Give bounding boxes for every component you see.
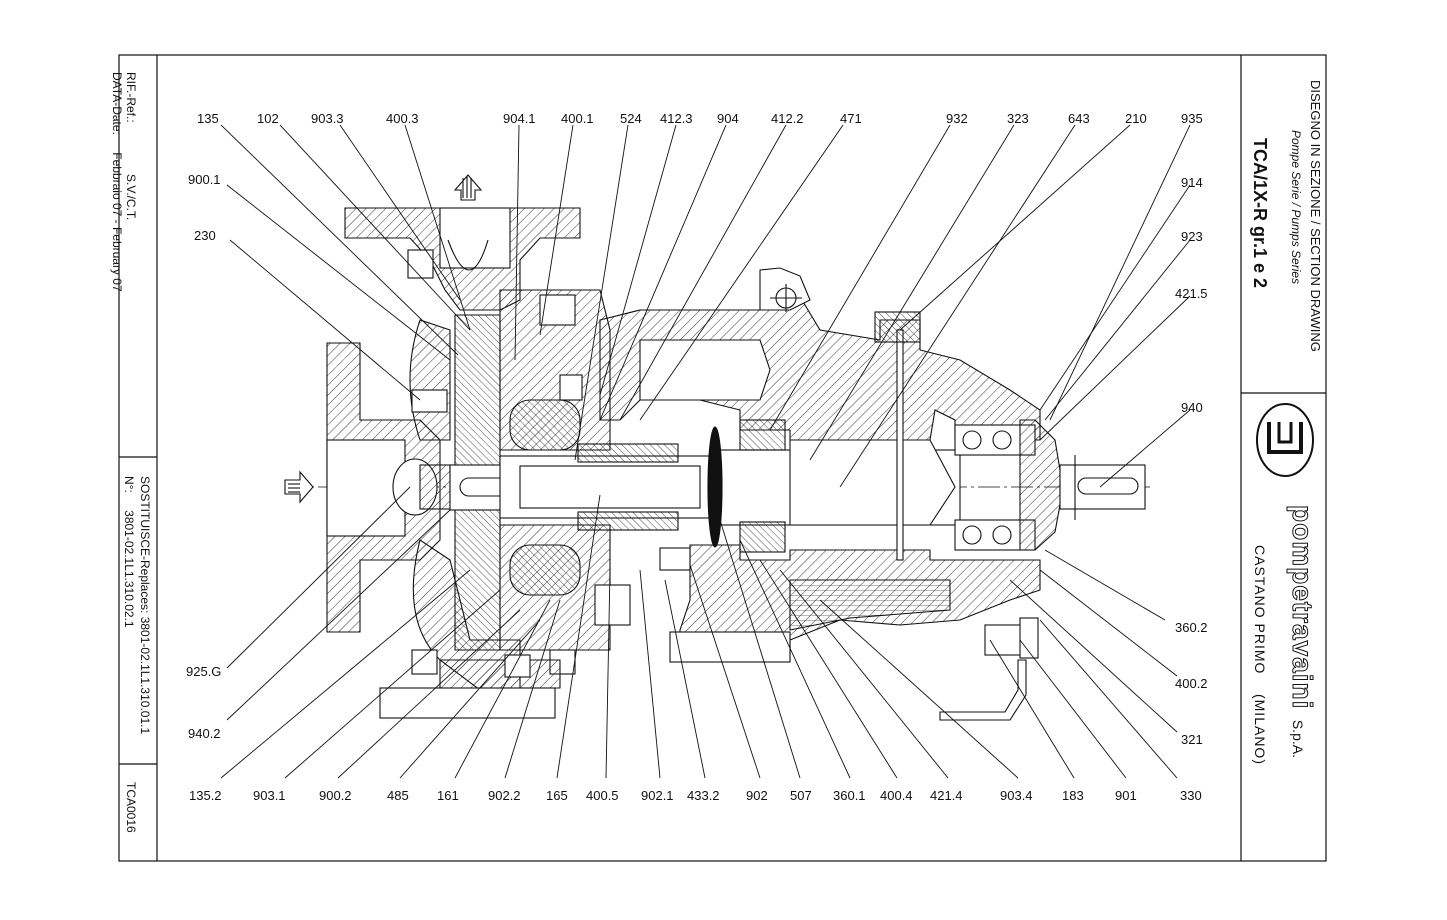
part-label: 135 <box>197 111 219 126</box>
part-label: 161 <box>437 788 459 803</box>
part-label: 900.1 <box>188 172 221 187</box>
date-value: Febbraio 07 - February 07 <box>110 152 124 292</box>
part-label: 135.2 <box>189 788 222 803</box>
part-label: 400.3 <box>386 111 419 126</box>
part-label: 400.4 <box>880 788 913 803</box>
part-label: 400.2 <box>1175 676 1208 691</box>
part-label: 935 <box>1181 111 1203 126</box>
location: CASTANO PRIMO (MILANO) <box>1252 545 1268 765</box>
part-label: 923 <box>1181 229 1203 244</box>
part-label: 524 <box>620 111 642 126</box>
part-label: 900.2 <box>319 788 352 803</box>
part-label: 321 <box>1181 732 1203 747</box>
part-label: 412.2 <box>771 111 804 126</box>
number-label: N°: <box>122 476 136 493</box>
date-label: DATA-Date: <box>110 72 124 135</box>
part-label: 903.1 <box>253 788 286 803</box>
number-line: N°: 3801-02.1L1.310.02.1 <box>122 476 136 628</box>
part-label: 901 <box>1115 788 1137 803</box>
part-label: 471 <box>840 111 862 126</box>
reference-line: RIF.-Ref.: S.V./C.T. <box>124 72 138 220</box>
part-label: 507 <box>790 788 812 803</box>
part-label: 165 <box>546 788 568 803</box>
part-label: 643 <box>1068 111 1090 126</box>
part-label: 210 <box>1125 111 1147 126</box>
replaces-text: SOSTITUISCE-Replaces: 3801-02.1L1.310.01… <box>138 476 152 735</box>
company-suffix: S.p.A. <box>1290 719 1306 758</box>
part-label: 360.1 <box>833 788 866 803</box>
part-label: 360.2 <box>1175 620 1208 635</box>
part-label: 183 <box>1062 788 1084 803</box>
part-label: 902.2 <box>488 788 521 803</box>
part-label: 400.1 <box>561 111 594 126</box>
part-label: 421.4 <box>930 788 963 803</box>
part-label: 904.1 <box>503 111 536 126</box>
part-label: 433.2 <box>687 788 720 803</box>
part-label: 903.4 <box>1000 788 1033 803</box>
company-name: pompetravaini S.p.A. <box>1286 505 1319 758</box>
part-label: 400.5 <box>586 788 619 803</box>
part-label: 102 <box>257 111 279 126</box>
label-column-left: 900.1 230 925.G 940.2 <box>186 172 221 741</box>
ref-label: RIF.-Ref.: <box>124 72 138 123</box>
part-label: 902.1 <box>641 788 674 803</box>
label-row-bottom: 135.2 903.1 900.2 485 161 902.2 165 400.… <box>189 788 1202 803</box>
number-value: 3801-02.1L1.310.02.1 <box>122 510 136 628</box>
part-label: 904 <box>717 111 739 126</box>
replaces-line: SOSTITUISCE-Replaces: 3801-02.1L1.310.01… <box>138 476 152 734</box>
series-line: Pompe Serie / Pumps Series <box>1289 130 1303 285</box>
part-label: 914 <box>1181 175 1203 190</box>
part-label: 485 <box>387 788 409 803</box>
drawing-border <box>118 54 1327 862</box>
label-column-right: 914 923 421.5 940 360.2 400.2 321 <box>1175 175 1208 747</box>
part-label: 330 <box>1180 788 1202 803</box>
part-label: 421.5 <box>1175 286 1208 301</box>
company-logo <box>1256 403 1314 477</box>
section-title: DISEGNO IN SEZIONE / SECTION DRAWING <box>1308 80 1323 352</box>
part-label: 903.3 <box>311 111 344 126</box>
pump-cross-section <box>284 174 1146 721</box>
part-label: 940 <box>1181 400 1203 415</box>
part-label: 323 <box>1007 111 1029 126</box>
part-label: 940.2 <box>188 726 221 741</box>
company-wordmark: pompetravaini <box>1287 505 1319 710</box>
part-label: 925.G <box>186 664 221 679</box>
part-label: 412.3 <box>660 111 693 126</box>
drawing-code: TCA0016 <box>124 782 138 833</box>
part-label: 932 <box>946 111 968 126</box>
model-title: TCA/1X-R gr.1 e 2 <box>1250 138 1270 289</box>
part-label: 230 <box>194 228 216 243</box>
leader-lines <box>220 124 1191 779</box>
label-row-top: 135 102 903.3 400.3 904.1 400.1 524 412.… <box>197 111 1203 126</box>
ref-value: S.V./C.T. <box>124 174 138 221</box>
part-label: 902 <box>746 788 768 803</box>
date-line: DATA-Date: Febbraio 07 - February 07 <box>110 72 124 292</box>
